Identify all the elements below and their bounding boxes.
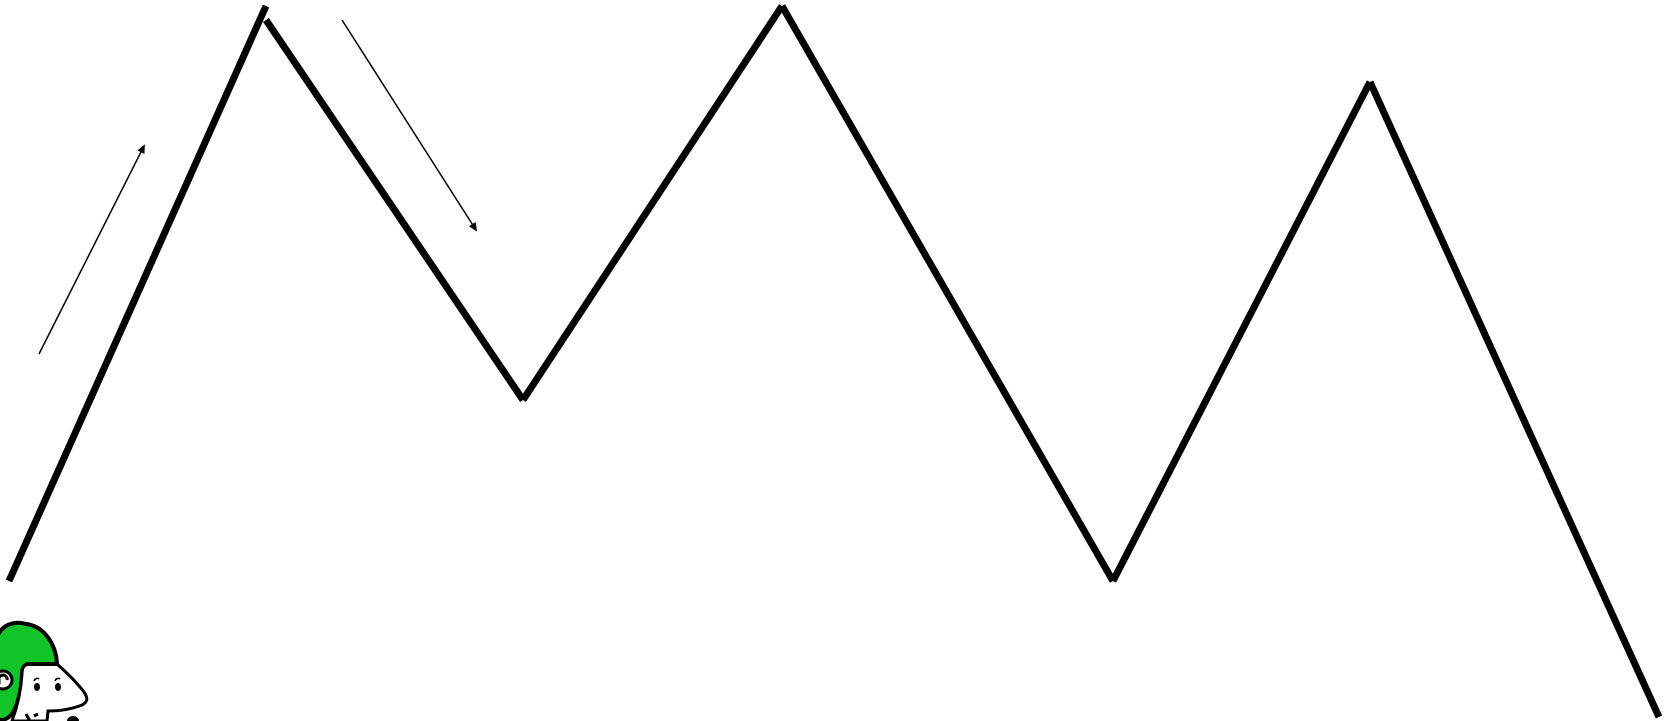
slope-segment-4 [782,6,1113,581]
character-face [12,664,87,721]
zigzag-terrain [9,6,1659,717]
hint-arrows [39,20,476,354]
arrow-up-right-icon [39,146,144,354]
slope-segment-5 [1113,82,1370,581]
green-helmet-character-icon [0,623,87,721]
slope-segment-2 [266,20,523,400]
slope-segment-3 [523,6,782,400]
slope-segment-1 [9,6,266,581]
arrow-down-right-icon [342,20,476,230]
slope-segment-6 [1370,82,1659,717]
